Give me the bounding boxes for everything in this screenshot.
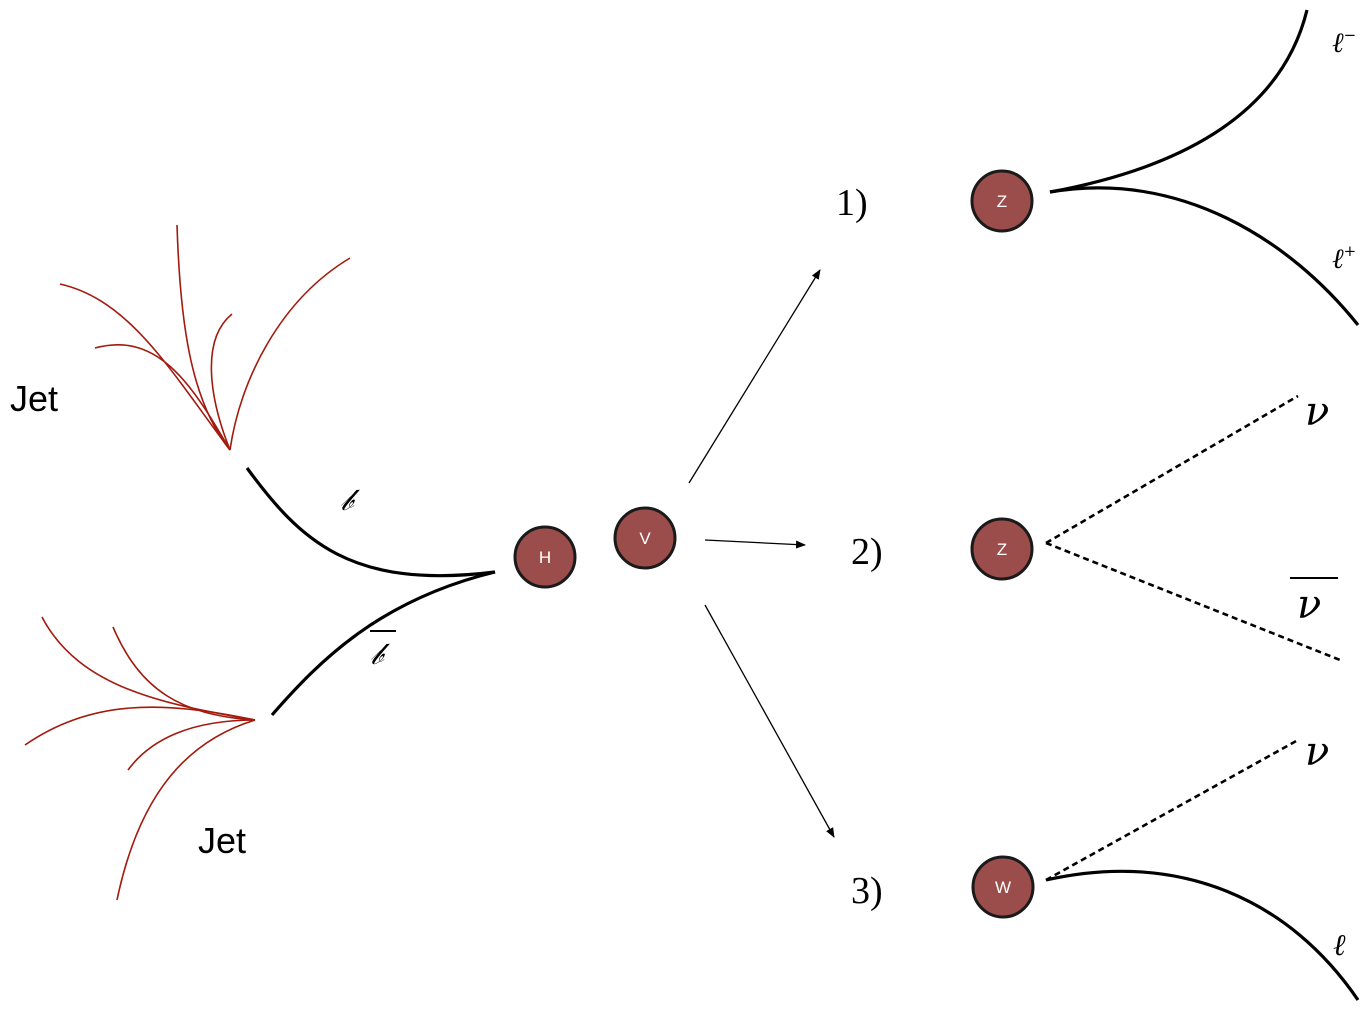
channel-3-label: 3) — [851, 870, 883, 912]
lepton-minus-label: ℓ− — [1332, 26, 1356, 59]
upper-jet-line — [229, 257, 351, 451]
w-lepton-line — [1045, 869, 1360, 1001]
lower-jet-line — [41, 616, 256, 721]
channel-1-label: 1) — [836, 182, 868, 224]
z-node-channel-2-label: Z — [997, 540, 1007, 559]
lower-jet-line — [24, 706, 256, 746]
lepton-minus-line — [1049, 9, 1309, 194]
higgs-node-label: H — [539, 548, 551, 567]
z-node-channel-2: Z — [970, 517, 1034, 581]
w-neutrino-dashed-line — [1045, 738, 1299, 882]
upper-jet-spray — [59, 224, 351, 451]
lower-jet-spray — [24, 616, 256, 901]
antineutrino-label: ν — [1297, 582, 1321, 628]
upper-jet-line — [210, 313, 233, 451]
lepton-plus-line — [1049, 186, 1360, 326]
arrow-to-channel-3 — [704, 604, 835, 838]
b-quark-line — [245, 467, 496, 578]
vector-node: V — [613, 506, 677, 570]
lower-jet-line — [127, 719, 256, 771]
b-quark-label: 𝒷 — [340, 483, 360, 518]
lower-jet-line — [112, 626, 256, 721]
neutrino-dashed-line — [1045, 394, 1299, 545]
arrow-to-channel-1 — [688, 269, 821, 484]
w-lepton-label: ℓ — [1333, 928, 1346, 963]
vector-node-label: V — [639, 529, 651, 548]
z-node-channel-1: Z — [970, 169, 1034, 233]
z-node-channel-1-label: Z — [997, 192, 1007, 211]
channel-2-label: 2) — [851, 531, 883, 573]
upper-jet-line — [59, 283, 231, 451]
antineutrino-dashed-line — [1045, 541, 1341, 662]
upper-jet-label: Jet — [10, 378, 58, 419]
w-neutrino-label: ν — [1305, 729, 1329, 775]
upper-jet-line — [176, 224, 231, 451]
lower-jet-label: Jet — [198, 820, 246, 861]
neutrino-label: ν — [1305, 389, 1329, 435]
w-node-label: W — [995, 878, 1011, 897]
bbar-quark-label: 𝒷 — [370, 637, 390, 672]
bbar-quark-line — [270, 570, 496, 717]
lepton-plus-label: ℓ+ — [1332, 242, 1356, 275]
lower-jet-line — [116, 719, 256, 901]
upper-jet-line — [94, 343, 231, 451]
arrow-to-channel-2 — [704, 539, 806, 549]
w-node: W — [971, 855, 1035, 919]
higgs-node: H — [513, 525, 577, 589]
